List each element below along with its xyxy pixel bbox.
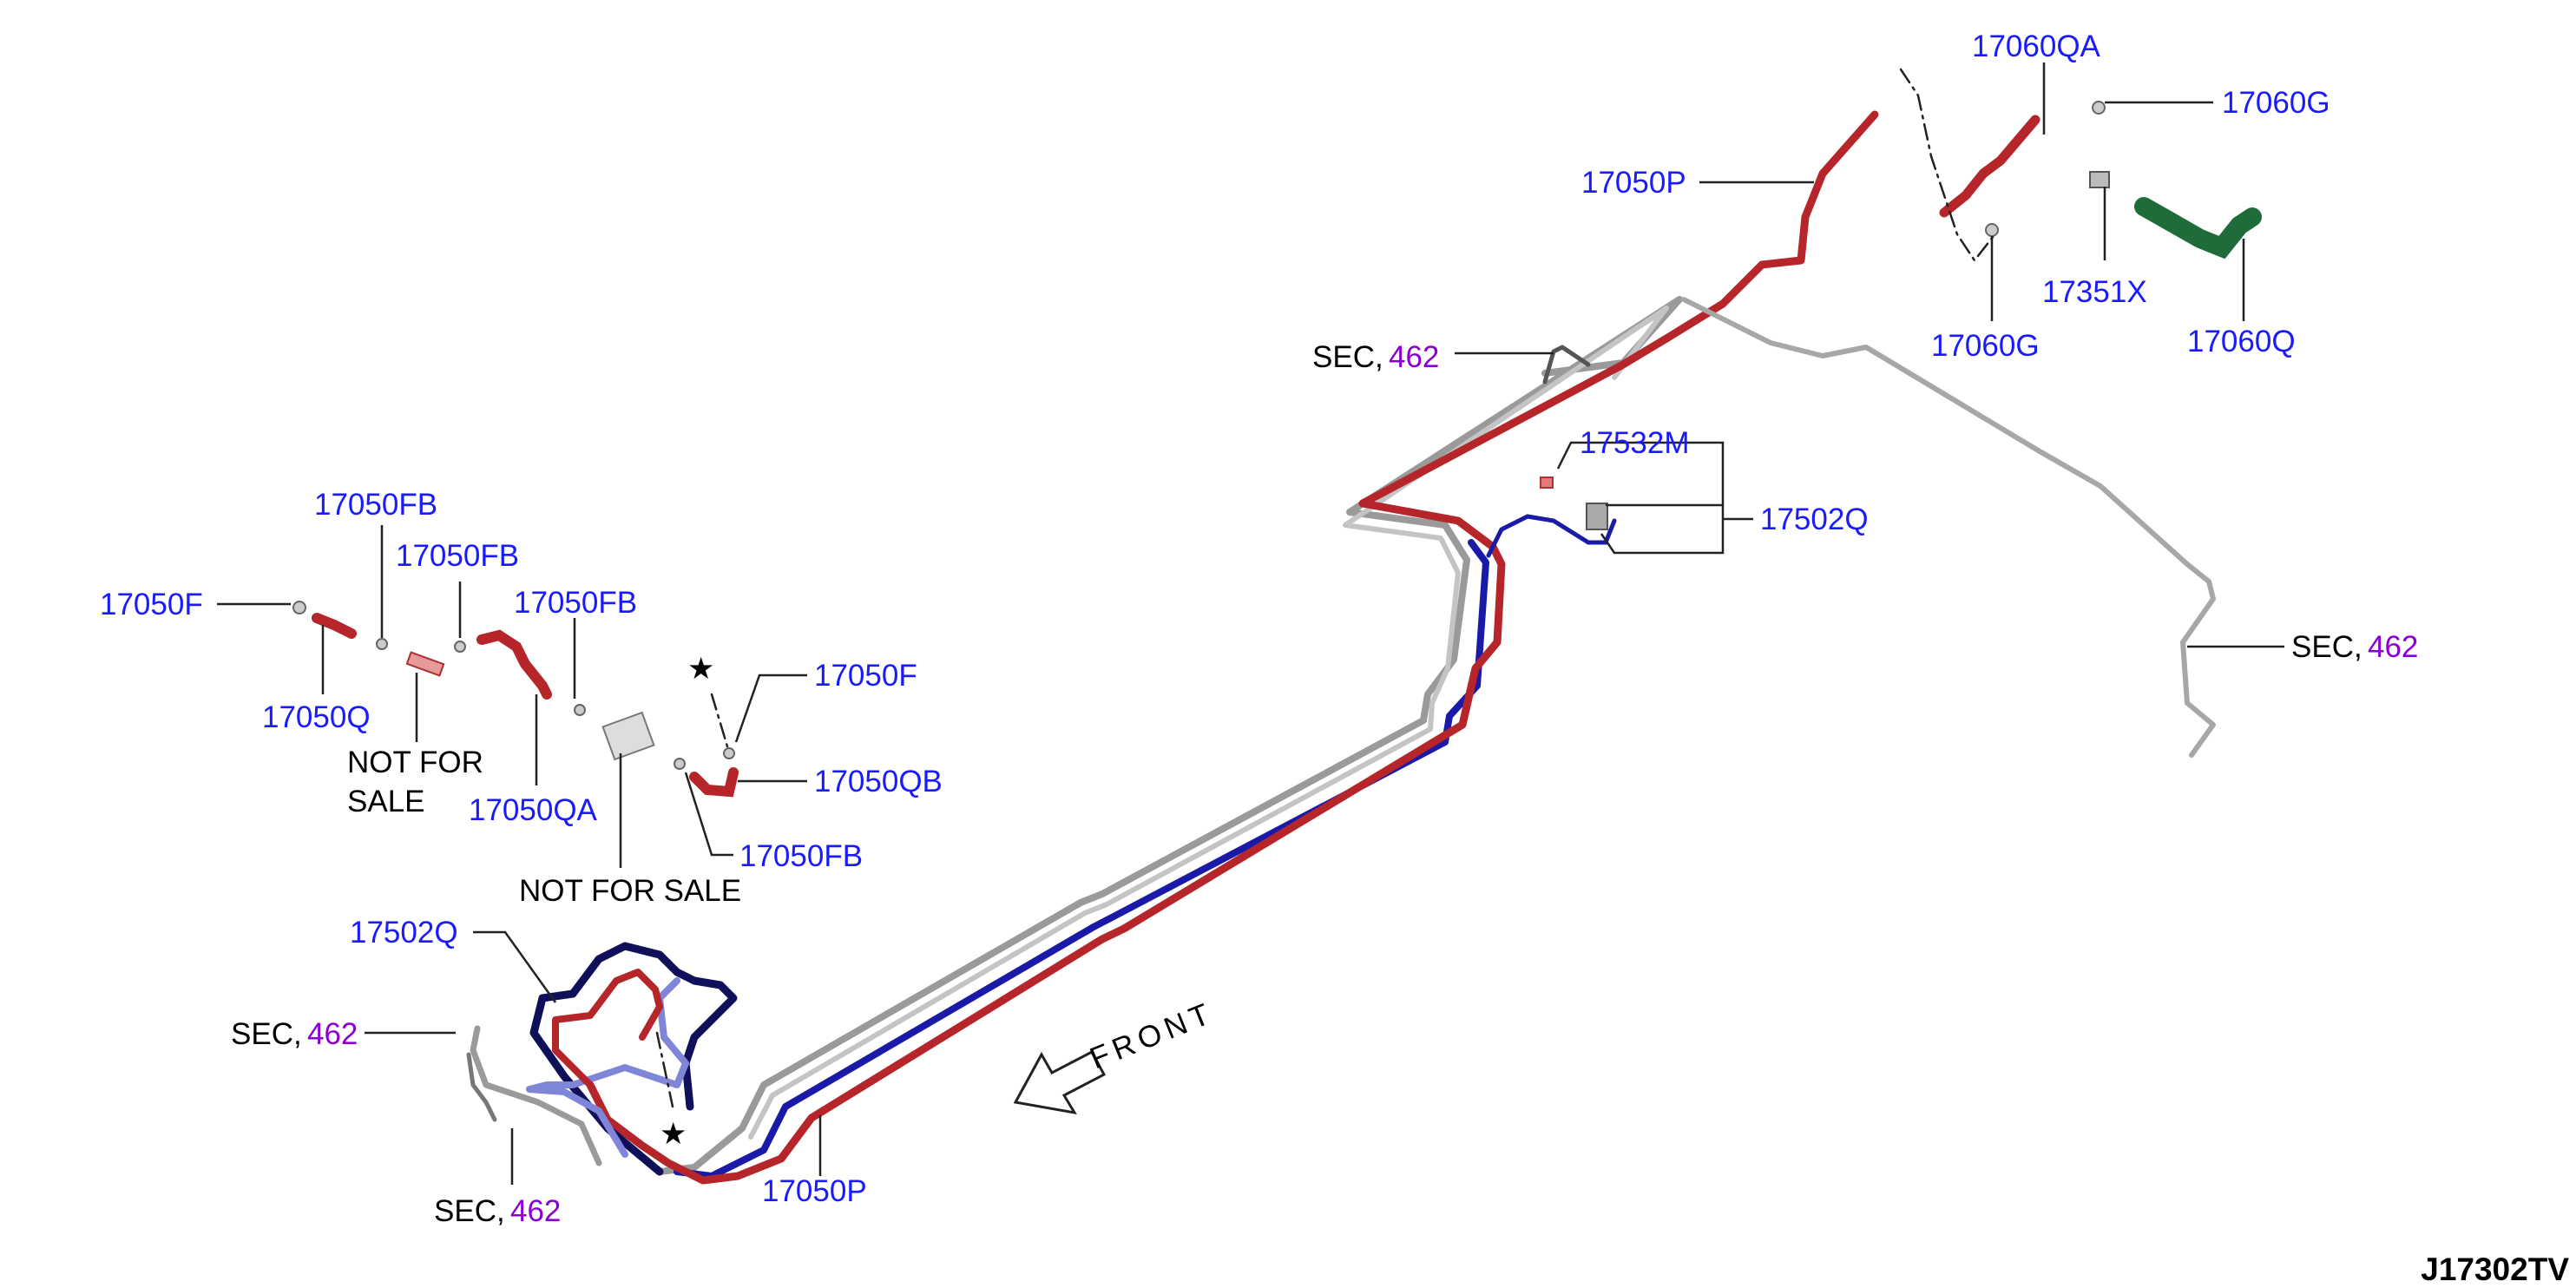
label-17050F-right: 17050F [814,659,917,693]
label-sec-top: SEC, [1312,340,1383,374]
label-17502Q-left: 17502Q [350,916,458,950]
label-sec-bot-num: 462 [510,1194,561,1228]
clamp-e [674,758,686,770]
sender-tube [1486,476,1617,558]
label-17050FB-4: 17050FB [739,839,863,873]
label-17060Q: 17060Q [2187,325,2296,358]
front-indicator: FRONT [1013,996,1219,1115]
main-tube-bundle [586,110,2216,1185]
label-17050FB-2: 17050FB [396,539,519,573]
label-17050Q: 17050Q [262,700,371,734]
clamp-17060G-bot [1985,223,1999,237]
hose-17060Q [2134,197,2262,260]
label-17532M: 17532M [1580,426,1689,460]
gray-loop-2 [466,1052,497,1122]
label-sec-right: SEC, [2291,630,2362,664]
label-sec-top-num: 462 [1389,340,1439,374]
filter-assembly [292,601,739,1108]
label-sec-left: SEC, [231,1017,302,1051]
label-17050FB-3: 17050FB [514,586,637,620]
label-17050P-top: 17050P [1581,166,1686,200]
dash-line-star1 [710,693,729,748]
valve-17351X [2089,171,2110,188]
front-label: FRONT [1085,996,1219,1076]
front-tube-loops [466,942,738,1176]
sec-top-tube [1542,345,1591,384]
hose-17050QA [476,629,552,700]
clamp-17060G-top [2092,101,2106,115]
clamp-a [292,601,306,614]
label-17060G-top: 17060G [2222,86,2330,120]
star-marker-2: ★ [660,1117,687,1151]
label-17050QA: 17050QA [469,793,598,827]
leader-17502Q-left [473,930,557,1003]
leader-17532M [1556,441,1725,507]
leader-17050F-right [734,674,807,743]
red-main-tube [586,110,1879,1185]
blue-tube [674,539,1489,1180]
gray-loop [470,1025,602,1166]
label-17351X: 17351X [2042,275,2147,309]
part-labels: 17060QA 17060G 17050P 17351X 17060G 1706… [100,30,2418,1228]
label-17060QA: 17060QA [1972,30,2101,63]
gray-branch-right [1681,297,2216,758]
label-17060G-bot: 17060G [1931,329,2040,363]
front-arrow [1013,1049,1107,1115]
dash-line-upper [1899,68,1998,263]
label-nfs1-line2: SALE [347,785,425,818]
label-17050QB: 17050QB [814,765,943,798]
label-sec-right-num: 462 [2368,630,2418,664]
leader-17502Q-right [1600,505,1725,555]
label-nfs2: NOT FOR SALE [519,874,741,908]
label-nfs1-line1: NOT FOR [347,746,483,779]
hose-17050Q [312,613,357,639]
clamp-f [723,747,735,759]
lightblue-loop [526,977,689,1158]
sender-fitting [1586,503,1608,530]
filler-hoses [1899,68,2262,263]
connector-pink [405,651,445,677]
diagram-code: J17302TV [2421,1252,2569,1287]
label-17050P-bot: 17050P [762,1174,867,1208]
label-17050F-left: 17050F [100,588,203,621]
dash-line-star2 [655,1031,674,1108]
red-loop [552,969,663,1088]
hose-17060QA [1939,115,2040,218]
label-17502Q-right: 17502Q [1760,503,1869,536]
gray-tube [656,296,1683,1175]
label-sec-bot: SEC, [434,1194,505,1228]
label-17050FB-1: 17050FB [314,488,437,522]
label-sec-left-num: 462 [307,1017,358,1051]
clamp-b [376,638,388,650]
filter-body [601,711,655,761]
leader-lines [217,62,2284,1185]
gray-tube-2 [748,306,1669,1140]
hose-17050QB [689,767,739,798]
clip-17532M [1540,476,1554,489]
clamp-d [574,704,586,716]
blue-sender-tube [1486,514,1617,558]
leader-17050FB-4 [684,772,733,857]
clamp-c [454,641,466,653]
navy-loop [529,942,738,1176]
star-marker-1: ★ [687,652,714,686]
